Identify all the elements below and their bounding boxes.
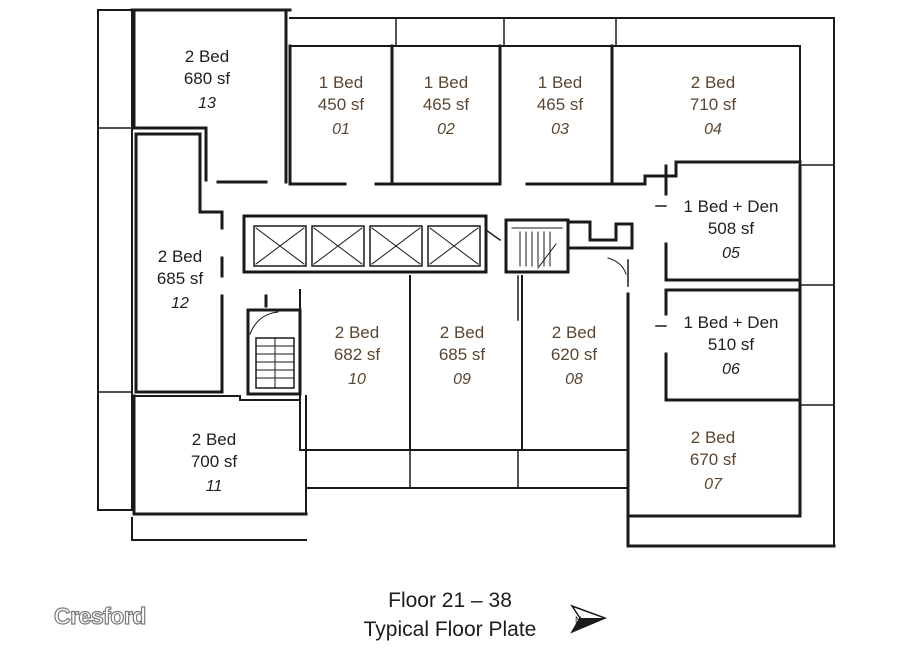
unit-02-area: 465 sf xyxy=(423,95,470,114)
unit-13-num: 13 xyxy=(198,95,216,112)
unit-13-type: 2 Bed xyxy=(185,47,229,66)
unit-08-type: 2 Bed xyxy=(552,323,596,342)
unit-04-type: 2 Bed xyxy=(691,73,735,92)
unit-10-num: 10 xyxy=(348,371,366,388)
unit-11-num: 11 xyxy=(206,478,223,495)
floor-range-title: Floor 21 – 38 xyxy=(388,589,512,612)
unit-12-type: 2 Bed xyxy=(158,247,202,266)
floor-plate-subtitle: Typical Floor Plate xyxy=(363,618,537,641)
unit-05-area: 508 sf xyxy=(708,219,755,238)
unit-labels: 2 Bed 680 sf 13 1 Bed 450 sf 01 1 Bed 465 sf 02 1… xyxy=(157,47,779,495)
north-letter: N xyxy=(575,615,582,625)
unit-09-area: 685 sf xyxy=(439,345,486,364)
unit-05-num: 05 xyxy=(722,245,740,262)
unit-01-area: 450 sf xyxy=(318,95,365,114)
unit-07-area: 670 sf xyxy=(690,450,737,469)
unit-12-num: 12 xyxy=(171,295,189,312)
unit-09-type: 2 Bed xyxy=(440,323,484,342)
walls xyxy=(97,8,836,548)
unit-08-num: 08 xyxy=(565,371,583,388)
unit-08-area: 620 sf xyxy=(551,345,598,364)
unit-03-type: 1 Bed xyxy=(538,73,582,92)
unit-01-num: 01 xyxy=(332,121,350,138)
unit-06-type: 1 Bed + Den xyxy=(684,313,779,332)
unit-10-area: 682 sf xyxy=(334,345,381,364)
unit-04-area: 710 sf xyxy=(690,95,737,114)
unit-07-type: 2 Bed xyxy=(691,428,735,447)
unit-02-type: 1 Bed xyxy=(424,73,468,92)
unit-11-type: 2 Bed xyxy=(192,430,236,449)
unit-03-num: 03 xyxy=(551,121,569,138)
unit-01-type: 1 Bed xyxy=(319,73,363,92)
unit-07-num: 07 xyxy=(704,476,723,493)
cresford-logo: Cresford xyxy=(53,602,147,629)
unit-06-area: 510 sf xyxy=(708,335,755,354)
north-arrow-icon: N xyxy=(570,604,608,634)
unit-09-num: 09 xyxy=(453,371,471,388)
unit-02-num: 02 xyxy=(437,121,455,138)
unit-04-num: 04 xyxy=(704,121,722,138)
unit-11-area: 700 sf xyxy=(191,452,238,471)
unit-03-area: 465 sf xyxy=(537,95,584,114)
unit-12-area: 685 sf xyxy=(157,269,204,288)
unit-10-type: 2 Bed xyxy=(335,323,379,342)
unit-05-type: 1 Bed + Den xyxy=(684,197,779,216)
unit-13-area: 680 sf xyxy=(184,69,231,88)
unit-06-num: 06 xyxy=(722,361,740,378)
